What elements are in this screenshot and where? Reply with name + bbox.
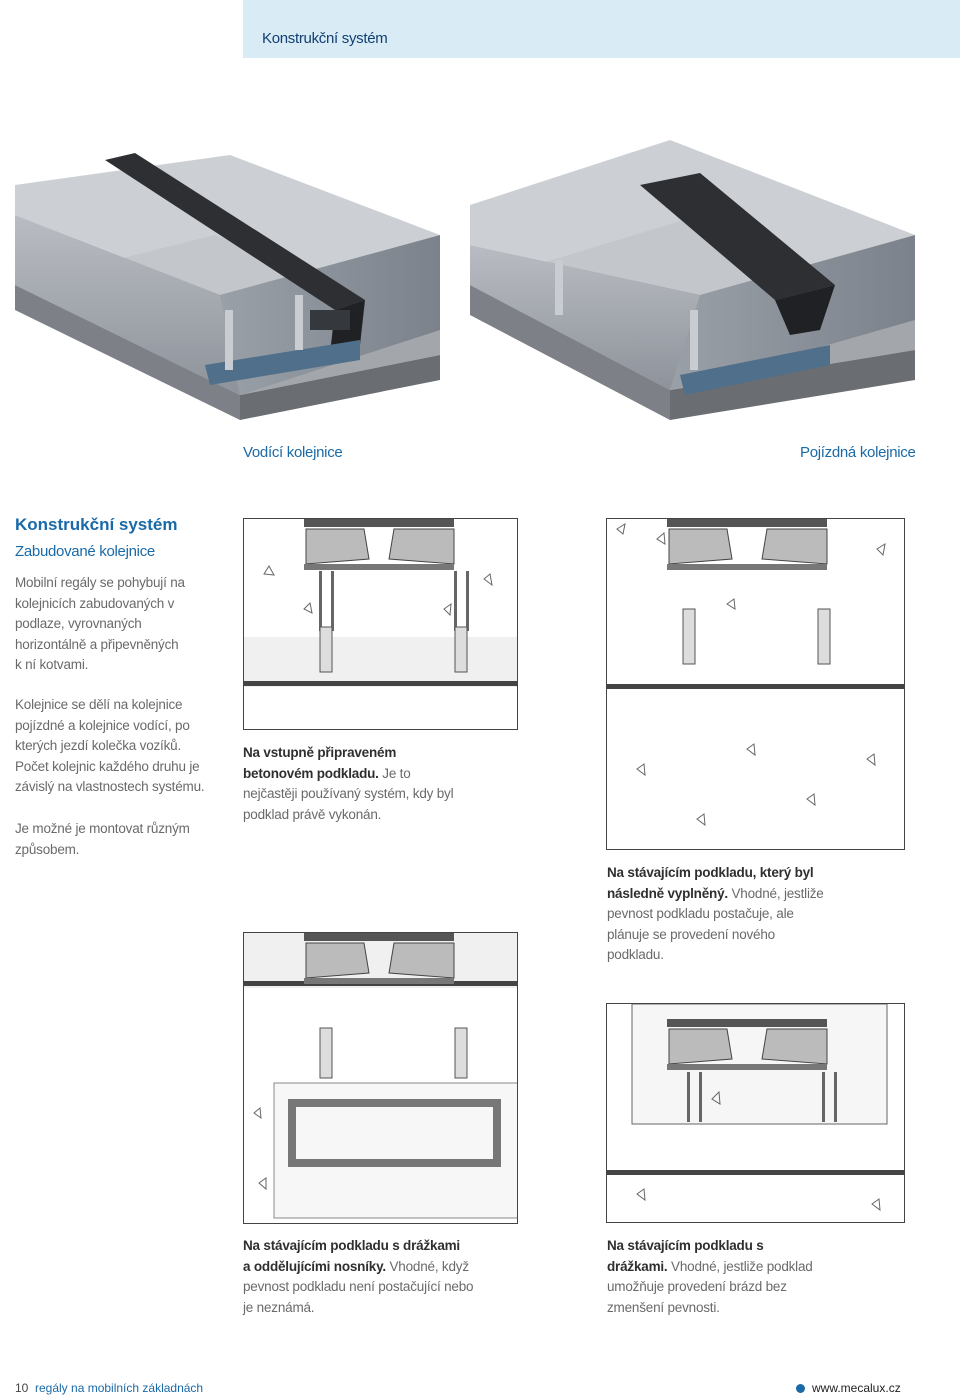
caption-bold: a oddělujícími nosníky. — [243, 1258, 386, 1274]
caption-bold: Na stávajícím podkladu s — [607, 1238, 764, 1253]
caption-text: Je to — [378, 765, 411, 781]
caption-new-concrete: Na vstupně připraveném betonovém podklad… — [243, 743, 503, 825]
caption-bold: Na stávajícím podkladu, který byl — [607, 865, 814, 880]
website-link[interactable]: www.mecalux.cz — [812, 1381, 901, 1395]
caption-line: podklad právě vykonán. — [243, 806, 382, 822]
page-number: 10 — [15, 1381, 29, 1395]
rail-photos — [15, 140, 915, 420]
bullet-icon — [796, 1384, 805, 1393]
caption-grooves-with-beams: Na stávajícím podkladu s drážkami a oddě… — [243, 1236, 523, 1318]
section-subtitle: Zabudované kolejnice — [15, 543, 155, 560]
caption-text: Vhodné, když — [385, 1258, 469, 1274]
caption-bold: Na vstupně připraveném — [243, 745, 397, 760]
text-line: závislý na vlastnostech systému. — [15, 779, 205, 794]
footer-label: regály na mobilních základnách — [35, 1381, 204, 1395]
caption-bold: následně vyplněný. — [607, 885, 728, 901]
caption-text: Vhodné, jestliže podklad — [667, 1258, 813, 1274]
section-title: Konstrukční systém — [15, 515, 178, 534]
caption-line: pevnost podkladu není postačující nebo — [243, 1279, 474, 1294]
caption-line: pevnost podkladu postačuje, ale — [607, 906, 794, 921]
text-line: k ní kotvami. — [15, 657, 89, 672]
header-band — [243, 0, 960, 58]
caption-line: podkladu. — [607, 947, 664, 962]
mounting-paragraph: Je možné je montovat různým způsobem. — [15, 819, 240, 860]
caption-line: umožňuje provedení brázd bez — [607, 1279, 787, 1294]
caption-grooves: Na stávajícím podkladu s drážkami. Vhodn… — [607, 1236, 907, 1318]
types-paragraph: Kolejnice se dělí na kolejnice pojízdné … — [15, 695, 240, 798]
header-title: Konstrukční systém — [262, 30, 388, 47]
caption-text: Vhodné, jestliže — [727, 885, 824, 901]
caption-bold: drážkami. — [607, 1258, 668, 1274]
text-line: Je možné je montovat různým — [15, 821, 190, 836]
text-line: Kolejnice se dělí na kolejnice — [15, 697, 183, 712]
caption-bold: betonovém podkladu. — [243, 765, 379, 781]
caption-line: zmenšení pevnosti. — [607, 1299, 720, 1315]
text-line: kolejnicích zabudovaných v — [15, 595, 175, 611]
text-line: Počet kolejnic každého druhu je — [15, 758, 200, 774]
text-line: způsobem. — [15, 841, 80, 857]
text-line: horizontálně a připevněných — [15, 636, 179, 652]
guide-rail-caption: Vodící kolejnice — [243, 444, 343, 461]
text-line: kterých jezdí kolečka vozíků. — [15, 738, 182, 753]
diagram-new-concrete — [243, 518, 518, 730]
caption-line: je neznámá. — [243, 1299, 315, 1315]
intro-paragraph: Mobilní regály se pohybují na kolejnicíc… — [15, 573, 235, 676]
diagram-grooves — [606, 1003, 905, 1223]
caption-refilled-base: Na stávajícím podkladu, který byl násled… — [607, 863, 907, 966]
text-line: pojízdné a kolejnice vodící, po — [15, 717, 190, 733]
text-line: podlaze, vyrovnaných — [15, 616, 142, 631]
travel-rail-render — [470, 140, 915, 420]
diagram-refilled-base — [606, 518, 905, 850]
text-line: Mobilní regály se pohybují na — [15, 575, 185, 590]
guide-rail-render — [15, 153, 440, 420]
caption-bold: Na stávajícím podkladu s drážkami — [243, 1238, 460, 1253]
caption-line: nejčastěji používaný systém, kdy byl — [243, 786, 454, 801]
travel-rail-caption: Pojízdná kolejnice — [800, 444, 916, 461]
caption-line: plánuje se provedení nového — [607, 926, 775, 942]
diagram-grooves-with-beams — [243, 932, 518, 1224]
